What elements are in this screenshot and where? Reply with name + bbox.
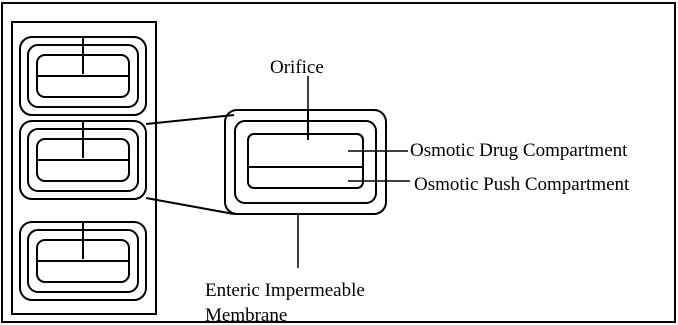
enlarged-capsule	[224, 109, 387, 215]
membrane-label-line2: Membrane	[205, 305, 287, 325]
capsule-top	[19, 36, 147, 116]
capsule-stack-border	[11, 21, 157, 315]
zoom-lines	[145, 114, 235, 215]
compartment-box	[247, 133, 364, 189]
leader-lines	[297, 76, 410, 268]
capsule-middle	[19, 120, 147, 200]
drug-compartment-label: Osmotic Drug Compartment	[410, 140, 628, 161]
membrane-label-line1: Enteric Impermeable	[205, 280, 365, 301]
enteric-membrane-outer	[224, 109, 387, 215]
capsule-stack-panel	[11, 21, 157, 315]
capsule-bottom	[19, 221, 147, 301]
push-compartment-label: Osmotic Push Compartment	[414, 174, 630, 195]
enteric-membrane-inner	[234, 120, 377, 204]
orifice-label: Orifice	[270, 57, 324, 78]
